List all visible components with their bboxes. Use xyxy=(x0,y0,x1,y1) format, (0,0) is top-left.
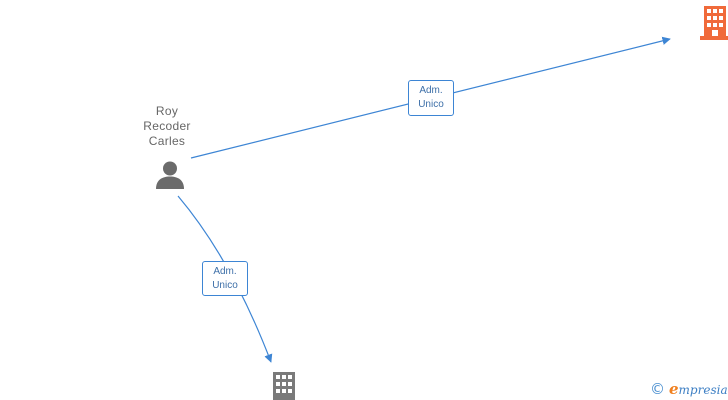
copyright-icon: © xyxy=(650,380,665,398)
person-name-line-2: Recoder xyxy=(143,119,191,133)
person-name-line-3: Carles xyxy=(148,134,186,148)
empresia-watermark: © empresia xyxy=(650,379,728,399)
edge-label-role: Adm. Unico xyxy=(408,80,454,116)
person-icon[interactable] xyxy=(155,160,185,190)
edge-label-line-2: Unico xyxy=(212,280,238,291)
edge-label-line-1: Adm. xyxy=(419,85,443,96)
person-name[interactable]: Roy Recoder Carles xyxy=(126,104,208,149)
edge-label-line-2: Unico xyxy=(418,99,444,110)
building-icon[interactable] xyxy=(270,372,298,400)
empresia-logo: empresia xyxy=(669,380,728,398)
edge-label-line-1: Adm. xyxy=(213,266,237,277)
person-name-line-1: Roy xyxy=(155,104,179,118)
brand-initial: e xyxy=(669,380,679,398)
brand-rest: mpresia xyxy=(678,383,728,397)
building-icon[interactable] xyxy=(700,6,728,40)
edge-label-role: Adm. Unico xyxy=(202,261,248,296)
